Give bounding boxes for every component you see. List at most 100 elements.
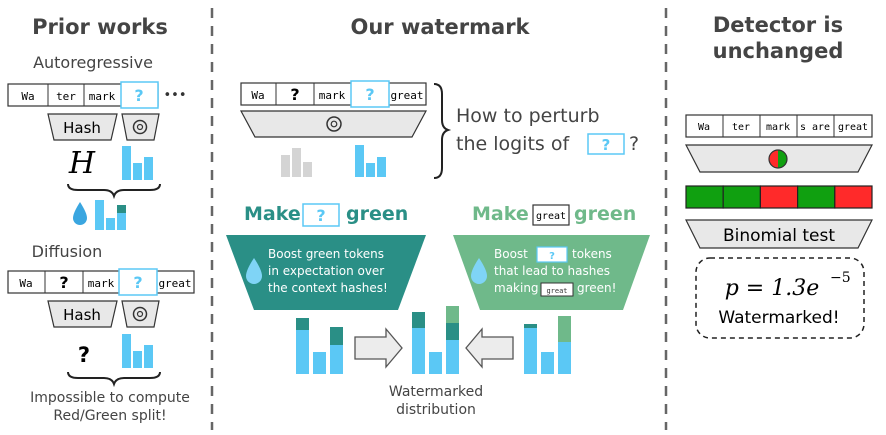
diffusion-hash-unknown: ? — [78, 343, 90, 367]
make-left-word: Make — [244, 203, 301, 225]
ar-token-strip: Wa ter mark ? — [7, 81, 159, 109]
make-right-green: green — [574, 203, 636, 225]
diffusion-label: Diffusion — [32, 242, 103, 261]
watermarked-histogram — [412, 306, 459, 374]
p-value: p = 1.3e — [725, 276, 820, 301]
diffusion-hash-box: Hash — [47, 300, 118, 328]
openai-icon — [326, 116, 342, 132]
arrow-right-icon — [354, 327, 403, 369]
autoregressive-label: Autoregressive — [33, 53, 153, 72]
right-brace — [433, 83, 452, 179]
question-line1: How to perturb — [456, 105, 600, 127]
svg-text:Boost: Boost — [494, 247, 528, 261]
make-right-token: great — [536, 211, 566, 222]
detector-token-strip: Wa ter mark s are great — [685, 114, 873, 138]
diffusion-logits-histogram — [122, 334, 153, 368]
ar-token: ter — [56, 90, 76, 103]
ar-hash-box: Hash — [47, 113, 118, 141]
strip-cell-green — [685, 185, 724, 209]
openai-icon — [132, 119, 148, 135]
question-token: ? — [602, 136, 611, 154]
svg-text:making: making — [494, 281, 539, 295]
droplet-icon — [246, 258, 262, 284]
detector-token: Wa — [698, 122, 710, 133]
middle-token: great — [390, 89, 423, 102]
middle-token-unknown: ? — [365, 85, 374, 104]
diffusion-token: mark — [88, 277, 115, 290]
droplet-icon — [471, 258, 487, 284]
detector-hash-box — [685, 144, 873, 173]
red-green-strip — [685, 185, 873, 209]
detector-token: s are — [800, 122, 830, 133]
binomial-test-box: Binomial test — [685, 219, 873, 249]
make-right-token-box — [532, 204, 570, 226]
make-right-word: Make — [472, 203, 529, 225]
svg-text:the context hashes!: the context hashes! — [268, 281, 388, 295]
ellipsis: ••• — [163, 88, 186, 103]
make-left-token: ? — [316, 206, 325, 225]
svg-text:Boost green tokens: Boost green tokens — [268, 247, 384, 261]
ar-logits-histogram — [122, 146, 153, 180]
diffusion-model-box — [121, 300, 160, 328]
question-tail: ? — [629, 133, 639, 155]
arrow-left-icon — [465, 327, 514, 369]
right-funnel: Boost ? tokens that lead to hashes makin… — [453, 235, 650, 310]
prior-footer-line1: Impossible to compute — [30, 390, 190, 406]
diffusion-token: Wa — [19, 277, 32, 290]
middle-model-box — [239, 110, 428, 138]
p-value-exponent: −5 — [830, 270, 851, 286]
middle-token: Wa — [251, 89, 264, 102]
diffusion-token: great — [158, 277, 191, 290]
make-left-token-box — [302, 203, 340, 227]
prior-works-title: Prior works — [32, 15, 168, 39]
svg-text:tokens: tokens — [572, 247, 612, 261]
ar-token: mark — [89, 90, 116, 103]
svg-text:Binomial test: Binomial test — [723, 226, 835, 246]
caption-line2: distribution — [396, 402, 476, 418]
svg-text:that lead to hashes: that lead to hashes — [494, 264, 610, 278]
diffusion-token-unknown: ? — [133, 273, 142, 292]
svg-text:great: great — [546, 287, 567, 295]
strip-cell-green — [796, 185, 836, 209]
svg-text:Hash: Hash — [63, 119, 101, 137]
strip-cell-red — [834, 185, 873, 209]
svg-text:?: ? — [549, 251, 555, 262]
detector-title-line2: unchanged — [713, 39, 844, 63]
strip-cell-green — [722, 185, 762, 209]
detector-token: mark — [766, 122, 790, 133]
detector-title-line1: Detector is — [713, 13, 843, 37]
openai-icon — [132, 306, 148, 322]
left-funnel: Boost green tokens in expectation over t… — [226, 235, 426, 310]
middle-token-unknown: ? — [290, 85, 299, 104]
question-token-box — [587, 133, 625, 155]
curly-brace — [67, 371, 161, 388]
prior-footer-line2: Red/Green split! — [53, 408, 166, 424]
ar-token-unknown: ? — [134, 86, 143, 105]
curly-brace — [67, 183, 161, 200]
svg-text:green!: green! — [577, 281, 616, 295]
svg-text:Hash: Hash — [63, 306, 101, 324]
right-boost-histogram — [524, 316, 571, 374]
detector-token: ter — [732, 122, 750, 133]
detector-token: great — [838, 122, 868, 133]
caption-line1: Watermarked — [389, 384, 483, 400]
gray-logits-histogram — [281, 148, 312, 177]
make-left-green: green — [346, 203, 408, 225]
hash-symbol-H: H — [68, 146, 96, 181]
ar-model-box — [121, 113, 160, 141]
ar-token: Wa — [21, 90, 34, 103]
blue-logits-histogram — [355, 145, 386, 177]
red-green-split-icon — [768, 149, 788, 169]
verdict: Watermarked! — [718, 308, 839, 328]
middle-token: mark — [319, 89, 346, 102]
droplet-icon — [73, 202, 87, 225]
our-watermark-title: Our watermark — [350, 15, 530, 39]
strip-cell-red — [759, 185, 799, 209]
svg-text:in expectation over: in expectation over — [268, 264, 384, 278]
diffusion-token-strip: Wa ? mark ? great — [7, 268, 195, 296]
diffusion-token-unknown: ? — [59, 273, 68, 292]
ar-watermarked-histogram — [95, 200, 126, 230]
question-line2: the logits of — [456, 133, 570, 155]
middle-token-strip: Wa ? mark ? great — [240, 80, 427, 108]
